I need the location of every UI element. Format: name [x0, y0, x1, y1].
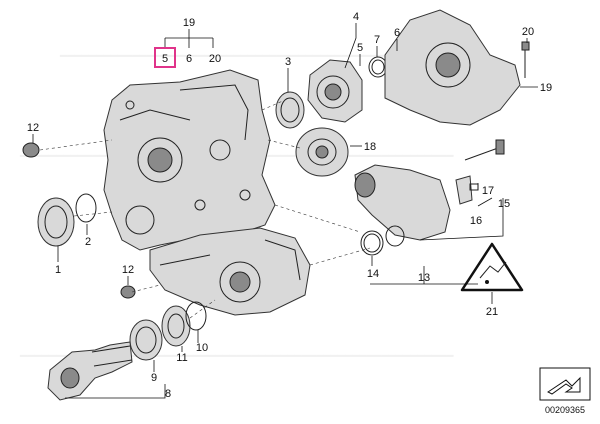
sensor-16[interactable]	[455, 175, 473, 205]
label-3[interactable]: 3	[285, 56, 291, 68]
output-flange-8[interactable]	[47, 341, 133, 401]
label-15[interactable]: 15	[498, 198, 510, 210]
label-18[interactable]: 18	[364, 141, 376, 153]
label-20-top[interactable]: 20	[209, 53, 221, 65]
label-19-top[interactable]: 19	[183, 17, 195, 29]
shaft-seal-3[interactable]	[275, 91, 305, 129]
shaft-seal-1[interactable]	[37, 197, 75, 247]
label-11[interactable]: 11	[176, 352, 187, 364]
label-1[interactable]: 1	[55, 264, 61, 276]
cover-19[interactable]	[384, 9, 521, 126]
diagram-id-box: 00209365	[539, 367, 591, 415]
bolt-15[interactable]	[464, 139, 505, 161]
leader-lines	[32, 23, 538, 399]
label-13[interactable]: 13	[418, 272, 430, 284]
lower-housing[interactable]	[149, 227, 311, 316]
label-17[interactable]: 17	[482, 185, 494, 197]
part-labels: 19 5 6 20 4 5 7 6 20 19 3 12 18 17 15 16…	[27, 11, 552, 400]
label-12-lower[interactable]: 12	[122, 264, 134, 276]
cover-flange-4[interactable]	[307, 59, 363, 123]
label-6[interactable]: 6	[394, 27, 400, 39]
warning-label-21[interactable]	[460, 242, 524, 292]
label-5-highlighted[interactable]: 5	[162, 53, 168, 65]
actuator-motor-13[interactable]	[354, 164, 451, 247]
label-5[interactable]: 5	[357, 42, 363, 54]
label-12-upper[interactable]: 12	[27, 122, 39, 134]
arrow-icon	[547, 376, 581, 395]
label-14[interactable]: 14	[367, 268, 379, 280]
gear-18[interactable]	[295, 127, 349, 177]
seal-11[interactable]	[161, 305, 191, 347]
label-21[interactable]: 21	[486, 306, 498, 318]
label-4[interactable]: 4	[353, 11, 359, 23]
label-6-top[interactable]: 6	[186, 53, 192, 65]
label-10[interactable]: 10	[196, 342, 208, 354]
label-16[interactable]: 16	[470, 215, 482, 227]
o-ring-14[interactable]	[360, 230, 384, 256]
label-19[interactable]: 19	[540, 82, 552, 94]
bearing-9[interactable]	[129, 319, 163, 361]
o-ring-2[interactable]	[75, 193, 97, 223]
diagram-number: 00209365	[545, 405, 585, 415]
plug-12-lower[interactable]	[120, 285, 136, 299]
bolt-20[interactable]	[521, 41, 530, 78]
label-8[interactable]: 8	[165, 388, 171, 400]
plug-12-upper[interactable]	[22, 142, 40, 158]
highlight-box	[154, 47, 176, 68]
o-ring-10[interactable]	[185, 301, 207, 331]
phantom-lines	[39, 99, 371, 319]
label-20[interactable]: 20	[522, 26, 534, 38]
label-2[interactable]: 2	[85, 236, 91, 248]
transfer-case-housing[interactable]	[103, 69, 276, 251]
label-7[interactable]: 7	[374, 34, 380, 46]
label-9[interactable]: 9	[151, 372, 157, 384]
seal-ring-7[interactable]	[368, 56, 388, 78]
svg-text:━━━━━━━━━━━━━━━━━━━━━━━━━━━━━━: ━━━━━━━━━━━━━━━━━━━━━━━━━━━━━━━━━━━━━━━━…	[59, 49, 458, 63]
